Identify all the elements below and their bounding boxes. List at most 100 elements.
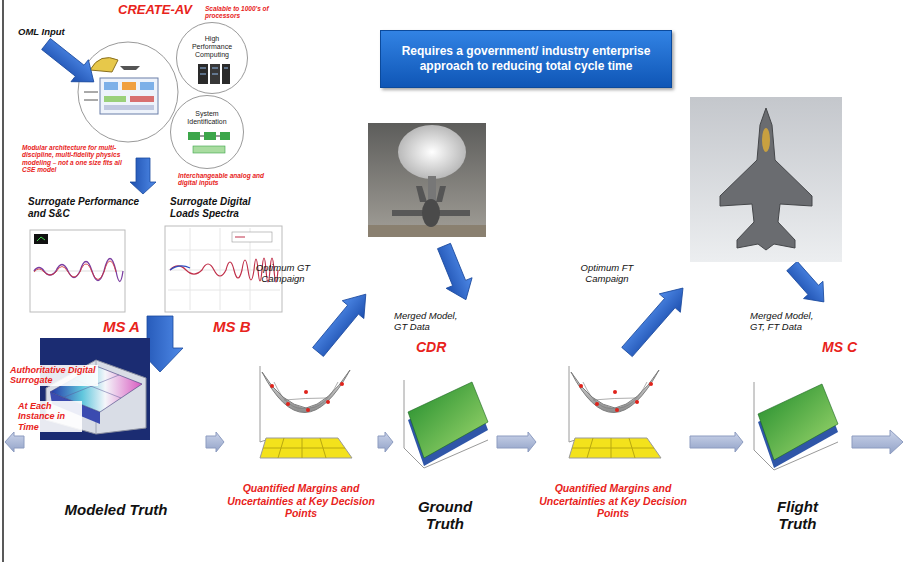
create-av-cluster	[104, 96, 126, 102]
callout-note: Scalable to 1000's of processors	[205, 5, 275, 20]
wind-tunnel-photo	[398, 125, 466, 179]
capability-circle: System Identification	[170, 95, 244, 169]
loads-spectra-plot	[170, 266, 190, 270]
flow-arrows	[137, 316, 183, 372]
side-note: Authoritative Digital Surrogate	[8, 365, 98, 386]
truth-surfaces	[404, 380, 838, 470]
surrogate-panel: Surrogate Digital Loads Spectra	[170, 196, 270, 314]
timeline-band	[690, 432, 743, 452]
wind-tunnel-photo	[422, 199, 440, 227]
milestone-label: MS A	[103, 318, 140, 335]
create-av-cluster	[84, 92, 98, 100]
qmu-panel: Quantified Margins and Uncertainties at …	[226, 360, 376, 520]
flow-arrows	[307, 285, 376, 361]
qmu-plots	[569, 366, 661, 458]
create-av-cluster	[90, 58, 118, 72]
create-av-cluster	[140, 82, 154, 90]
fighter-jet-photo	[690, 97, 842, 262]
flow-arrows	[130, 158, 156, 194]
campaign-label: Optimum GT Campaign	[246, 262, 320, 285]
fighter-jet-photo	[720, 108, 812, 250]
merged-model-label: Merged Model, GT Data	[394, 310, 469, 333]
qmu-plots	[260, 366, 352, 458]
timeline-band	[206, 432, 224, 452]
capability-circle: High Performance Computing	[176, 22, 248, 94]
create-av-cluster	[200, 136, 220, 137]
flow-arrows	[616, 279, 693, 361]
create-av-cluster	[220, 132, 230, 140]
fighter-jet-photo	[762, 128, 770, 152]
create-av-cluster	[204, 132, 216, 140]
flow-arrows	[782, 257, 833, 310]
performance-plot	[34, 261, 116, 280]
flow-arrows	[616, 279, 693, 361]
flow-arrows	[137, 316, 183, 372]
flow-arrows	[37, 33, 102, 93]
create-av-cluster	[198, 64, 208, 84]
wind-tunnel-photo	[368, 123, 486, 237]
timeline-band-ends	[5, 430, 903, 454]
create-av-cluster	[176, 22, 248, 94]
truth-panel: Flight Truth	[745, 376, 850, 532]
performance-plot	[33, 271, 123, 272]
qmu-plots	[260, 366, 661, 458]
frame-line	[2, 0, 4, 562]
create-av-cluster	[170, 95, 244, 169]
circle-text: High Performance Computing	[187, 35, 237, 59]
milestone-label: MS C	[822, 339, 857, 355]
create-av-cluster	[188, 132, 200, 140]
create-av-cluster	[100, 78, 158, 114]
side-note: At Each Instance in Time	[16, 401, 82, 432]
panel-heading: Surrogate Digital Loads Spectra	[170, 196, 270, 219]
performance-plot	[37, 237, 45, 241]
qmu-caption: Quantified Margins and Uncertainties at …	[538, 482, 688, 520]
callout-note: Interchangeable analog and digital input…	[178, 172, 283, 187]
truth-panel: Ground Truth	[395, 376, 495, 532]
performance-plot	[34, 259, 123, 282]
wind-tunnel-photo	[392, 210, 470, 216]
timeline-band	[497, 432, 536, 452]
wind-tunnel-photo	[428, 176, 436, 206]
create-av-cluster	[122, 82, 136, 90]
performance-plot	[30, 230, 125, 312]
qmu-caption: Quantified Margins and Uncertainties at …	[226, 482, 376, 520]
truth-label: Flight Truth	[762, 498, 834, 533]
qmu-panel: Quantified Margins and Uncertainties at …	[538, 360, 688, 520]
loads-spectra-plot	[232, 232, 272, 242]
panel-heading: Surrogate Performance and S&C	[28, 196, 153, 219]
banner-text: Requires a government/ industry enterpri…	[391, 44, 661, 74]
truth-label: Ground Truth	[409, 498, 481, 533]
input-label: OML Input	[18, 27, 65, 38]
flow-arrows	[130, 158, 156, 194]
callout-note: Modular architecture for multi-disciplin…	[22, 144, 128, 174]
create-av-cluster	[78, 42, 178, 142]
surrogate-panel: Surrogate Performance and S&C	[28, 196, 153, 314]
milestone-label: MS B	[213, 318, 251, 335]
performance-plot	[34, 234, 48, 244]
truth-label: Modeled Truth	[64, 501, 167, 518]
create-av-cluster	[130, 96, 154, 102]
performance-plot	[30, 230, 125, 312]
truth-surfaces	[754, 382, 838, 470]
tool-title: CREATE-AV	[118, 3, 192, 18]
timeline-band	[378, 432, 393, 452]
frame-line	[3, 0, 4, 562]
campaign-label: Optimum FT Campaign	[570, 262, 644, 285]
timeline-band-ends	[852, 430, 903, 454]
loads-spectra-plot	[235, 237, 245, 238]
merged-model-label: Merged Model, GT, FT Data	[750, 310, 820, 333]
create-av-cluster	[193, 146, 225, 153]
truth-surfaces	[404, 380, 488, 468]
wind-tunnel-photo	[416, 186, 446, 202]
fighter-jet-photo	[690, 97, 842, 262]
flow-arrows	[782, 257, 833, 310]
create-av-cluster	[120, 66, 140, 70]
milestone-label: CDR	[416, 339, 446, 355]
create-av-cluster	[104, 82, 118, 90]
flow-arrows	[431, 241, 479, 305]
banner-box: Requires a government/ industry enterpri…	[380, 30, 672, 88]
flow-arrows	[307, 285, 376, 361]
flow-arrows	[431, 241, 479, 305]
